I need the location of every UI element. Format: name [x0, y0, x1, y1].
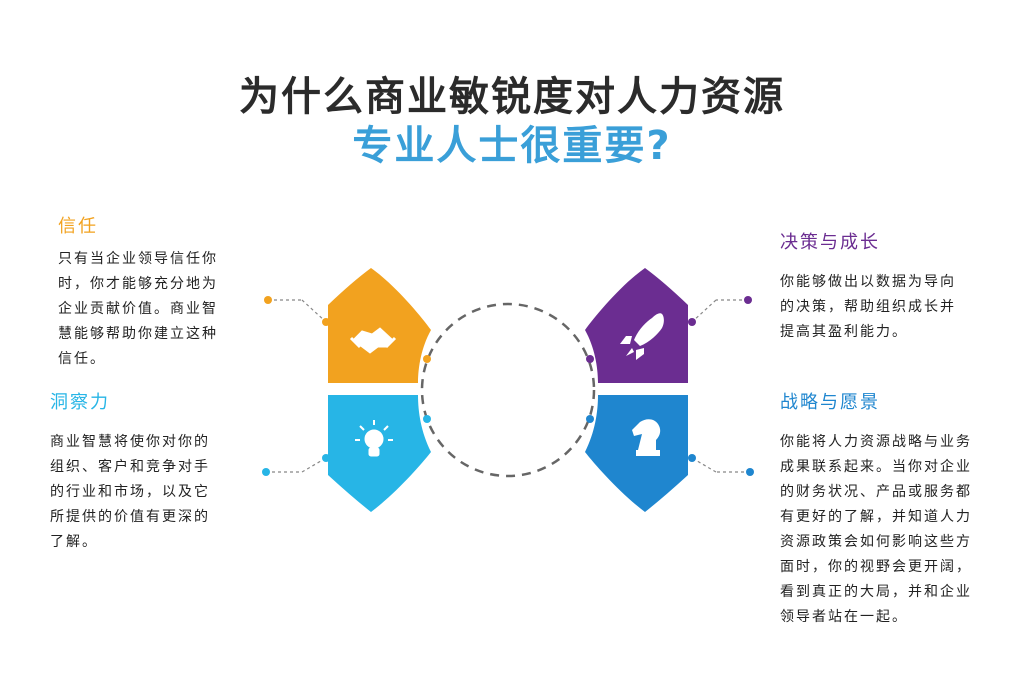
chess-knight-icon: [632, 419, 661, 456]
insight-connector: [262, 415, 431, 476]
strategy-description: 你能将人力资源战略与业务 成果联系起来。当你对企业 的财务状况、产品或服务都 有…: [780, 434, 972, 625]
decision-connector: [586, 296, 752, 363]
insight-heading: 洞察力: [50, 392, 110, 413]
decision-heading: 决策与成长: [780, 232, 880, 253]
strategy-connector: [586, 415, 754, 476]
decision-description: 你能够做出以数据为导向 的决策，帮助组织成长并 提高其盈利能力。: [780, 274, 956, 340]
strategy-heading: 战略与愿景: [780, 392, 880, 413]
decision-segment: [585, 268, 688, 383]
trust-heading: 信任: [58, 216, 98, 237]
trust-segment: [328, 268, 431, 383]
central-dashed-circle: [420, 302, 596, 478]
rocket-icon: [620, 313, 664, 360]
handshake-icon: [349, 327, 397, 354]
page-title-line-1: 为什么商业敏锐度对人力资源: [239, 74, 785, 120]
page-title-line-2: 专业人士很重要?: [352, 123, 672, 169]
insight-description: 商业智慧将使你对你的 组织、客户和竞争对手 的行业和市场，以及它 所提供的价值有…: [50, 434, 210, 550]
trust-connector: [264, 296, 431, 363]
lightbulb-icon: [355, 420, 393, 457]
trust-description: 只有当企业领导信任你 时，你才能够充分地为 企业贡献价值。商业智 慧能够帮助你建…: [58, 251, 218, 367]
